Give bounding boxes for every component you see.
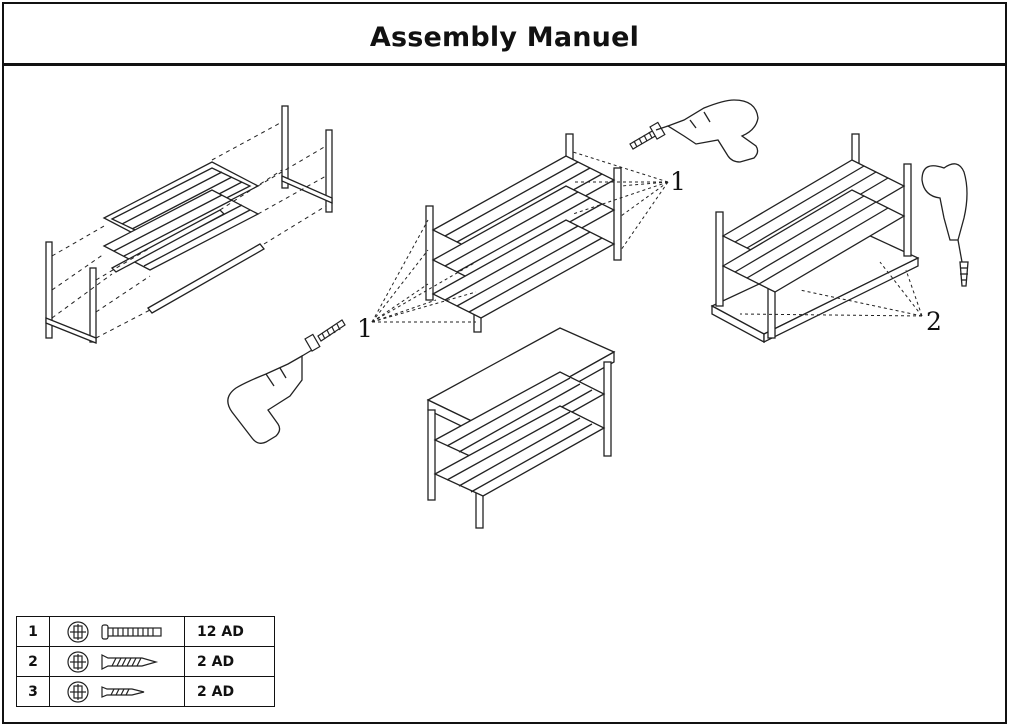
- right-end-frame: [281, 105, 333, 213]
- table-row: 1 12 AD: [16, 616, 275, 647]
- wood-screw-icon: [101, 654, 159, 670]
- part-number: 1: [16, 616, 50, 647]
- power-drill-icon-left: [227, 349, 313, 444]
- parts-table: 1 12 AD 2: [16, 616, 275, 707]
- part-quantity: 2 AD: [184, 646, 275, 677]
- bottom-rail: [147, 243, 265, 314]
- callout-2: 2: [926, 307, 942, 336]
- part-quantity: 12 AD: [184, 616, 275, 647]
- left-end-frame: [45, 241, 97, 344]
- phillips-head-icon: [67, 651, 89, 673]
- part-number: 2: [16, 646, 50, 677]
- screw-2-callout-lines: [739, 261, 923, 317]
- part-quantity: 2 AD: [184, 676, 275, 707]
- bolt-icon-left: [304, 319, 346, 352]
- bolt-icon: [101, 624, 162, 640]
- page-title: Assembly Manuel: [369, 22, 640, 53]
- assembled-frame-diagram: [425, 133, 622, 333]
- phillips-head-icon: [67, 681, 89, 703]
- table-row: 3 2 AD: [16, 676, 275, 707]
- part-icons: [49, 616, 185, 647]
- small-wood-screw-icon: [101, 686, 145, 698]
- part-icons: [49, 676, 185, 707]
- callout-1-left: 1: [357, 314, 373, 343]
- exploded-view-diagram: [45, 105, 333, 344]
- alignment-guides: [51, 121, 327, 339]
- title-bar: Assembly Manuel: [4, 4, 1005, 66]
- callout-1-right: 1: [670, 167, 686, 196]
- power-drill-icon-right: [921, 163, 969, 287]
- bolt-callout-lines: [371, 151, 669, 323]
- finished-bench-diagram: [426, 327, 616, 529]
- table-row: 2 2 AD: [16, 646, 275, 677]
- bolt-icon: [629, 121, 666, 150]
- part-icons: [49, 646, 185, 677]
- power-drill-icon: [655, 99, 759, 163]
- phillips-head-icon: [67, 621, 89, 643]
- part-number: 3: [16, 676, 50, 707]
- frame-with-base-diagram: [710, 133, 920, 344]
- crossbar: [110, 209, 226, 273]
